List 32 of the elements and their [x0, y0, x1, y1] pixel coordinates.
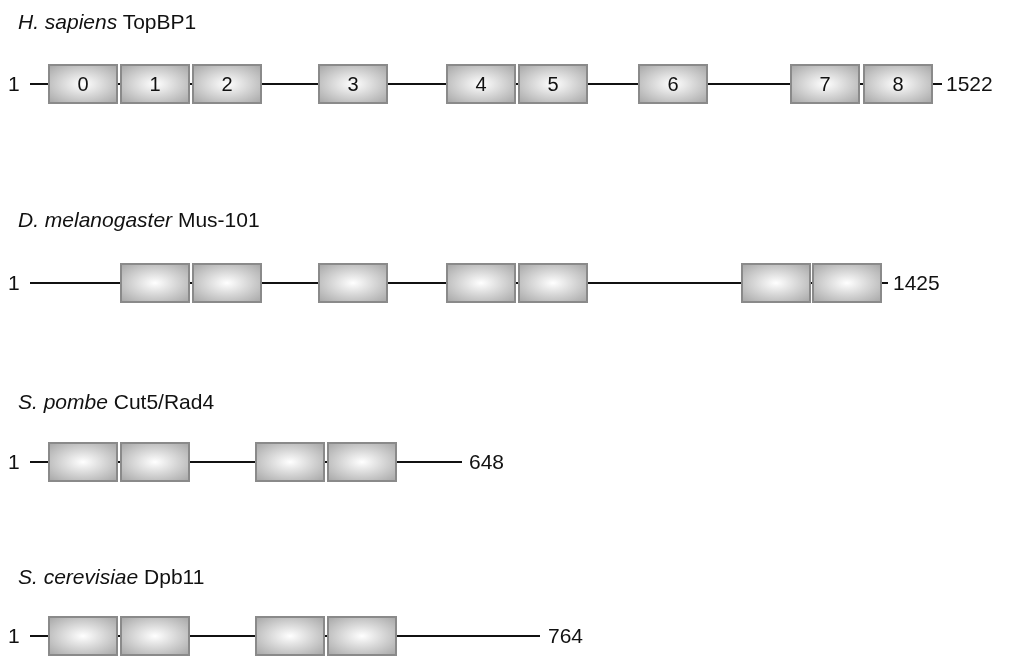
brct-domain-box: 5	[518, 64, 588, 104]
brct-domain-box	[255, 616, 325, 656]
brct-domain-box: 4	[446, 64, 516, 104]
protein-name: D. melanogaster Mus-101	[18, 208, 260, 232]
protein-name: S. cerevisiae Dpb11	[18, 565, 205, 589]
brct-domain-box	[120, 442, 190, 482]
end-residue-number: 1425	[893, 271, 940, 295]
brct-domain-box	[318, 263, 388, 303]
brct-domain-box: 1	[120, 64, 190, 104]
brct-domain-box	[120, 263, 190, 303]
brct-domain-box: 2	[192, 64, 262, 104]
brct-domain-box	[48, 616, 118, 656]
brct-domain-box: 6	[638, 64, 708, 104]
protein-name: S. pombe Cut5/Rad4	[18, 390, 215, 414]
brct-domain-box	[446, 263, 516, 303]
brct-domain-box	[812, 263, 882, 303]
brct-domain-box: 8	[863, 64, 933, 104]
end-residue-number: 648	[469, 450, 505, 474]
brct-domain-box	[120, 616, 190, 656]
brct-domain-box	[518, 263, 588, 303]
brct-domain-box	[192, 263, 262, 303]
brct-domain-box	[327, 442, 397, 482]
brct-domain-box: 0	[48, 64, 118, 104]
protein-name: H. sapiens TopBP1	[18, 10, 197, 34]
brct-domain-box	[48, 442, 118, 482]
end-residue-number: 764	[548, 624, 584, 648]
end-residue-number: 1522	[946, 72, 993, 96]
brct-domain-box: 7	[790, 64, 860, 104]
brct-domain-box	[741, 263, 811, 303]
brct-domain-box	[327, 616, 397, 656]
brct-domain-box	[255, 442, 325, 482]
brct-domain-box: 3	[318, 64, 388, 104]
